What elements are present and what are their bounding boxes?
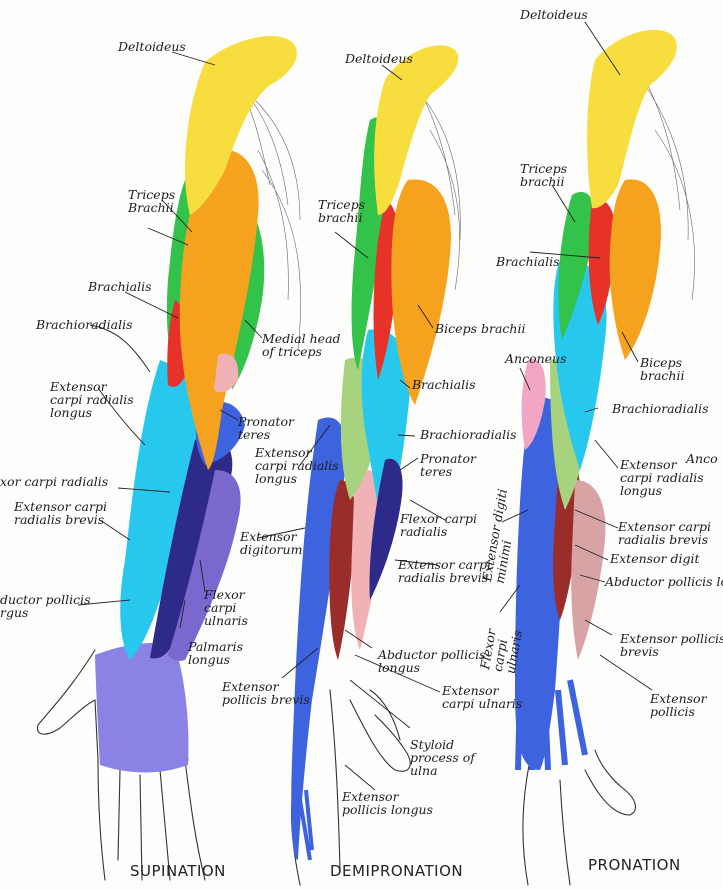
label-epl-pro: Extensor pollicis	[650, 692, 707, 718]
label-extensor-digitorum-demi: Extensor digitorum	[240, 530, 302, 556]
label-fcu-pro: Flexor carpi ulnaris	[478, 625, 524, 675]
label-brachialis-pro: Brachialis	[496, 255, 560, 268]
biceps-pro	[610, 179, 661, 360]
caption-pronation: PRONATION	[588, 856, 681, 874]
caption-supination: SUPINATION	[130, 862, 226, 880]
label-abductor-pollicis-demi: Abductor pollicis longus	[378, 648, 486, 674]
label-anconeus-pro: Anconeus	[505, 352, 567, 365]
arm-pronation	[500, 22, 695, 885]
caption-demipronation: DEMIPRONATION	[330, 862, 463, 880]
label-anconeus-cut-pro: Anco	[686, 452, 718, 465]
label-flexor-carpi-radialis-supination: xor carpi radialis	[0, 475, 108, 488]
label-brachioradialis-demi: Brachioradialis	[420, 428, 516, 441]
label-abductor-pollicis-supination: ductor pollicis rgus	[0, 593, 91, 619]
label-deltoideus-supination: Deltoideus	[118, 40, 186, 53]
extensor-tendons-demi	[300, 790, 312, 860]
abductor-pollicis-pro	[571, 480, 605, 660]
label-flexor-carpi-radialis-demi: Flexor carpi radialis	[400, 512, 477, 538]
label-triceps-brachii-pro: Triceps brachii	[520, 162, 567, 188]
label-pronator-teres-supination: Pronator teres	[238, 415, 294, 441]
label-epl-demi: Extensor pollicis longus	[342, 790, 433, 816]
label-brachioradialis-pro: Brachioradialis	[612, 402, 708, 415]
label-ecu-demi: Extensor carpi ulnaris	[442, 684, 522, 710]
label-deltoideus-pro: Deltoideus	[520, 8, 588, 21]
label-brachioradialis-supination: Brachioradialis	[36, 318, 132, 331]
label-epb-pro: Extensor pollicis brevis	[620, 632, 723, 658]
label-ecrb-pro: Extensor carpi radialis brevis	[618, 520, 711, 546]
label-triceps-brachii-demi: Triceps brachii	[318, 198, 365, 224]
label-biceps-brachii-pro: Biceps brachii	[640, 356, 684, 382]
label-extensor-digitorum-pro: Extensor digit	[610, 552, 700, 565]
label-triceps-brachii-supination: Triceps Brachii	[128, 188, 175, 214]
label-abductor-pollicis-pro: Abductor pollicis lo	[605, 575, 723, 588]
label-styloid-process-demi: Styloid process of ulna	[410, 738, 475, 777]
label-pronator-teres-demi: Pronator teres	[420, 452, 476, 478]
pronator-teres-supination	[214, 354, 238, 393]
palmar-aponeurosis-supination	[95, 643, 188, 772]
label-palmaris-longus-supination: Palmaris longus	[188, 640, 243, 666]
label-medial-head-triceps-supination: Medial head of triceps	[262, 332, 341, 358]
label-ecrb-supination: Extensor carpi radialis brevis	[14, 500, 107, 526]
label-epb-demi: Extensor pollicis brevis	[222, 680, 310, 706]
label-deltoideus-demi: Deltoideus	[345, 52, 413, 65]
label-ecrl-demi: Extensor carpi radialis longus	[255, 446, 339, 485]
label-flexor-carpi-ulnaris-supination: Flexor carpi ulnaris	[204, 588, 248, 627]
label-brachialis-supination: Brachialis	[88, 280, 152, 293]
label-ecrb-demi: Extensor carpi radialis brevis	[398, 558, 491, 584]
label-ecrl-supination: Extensor carpi radialis longus	[50, 380, 134, 419]
label-brachialis-demi: Brachialis	[412, 378, 476, 391]
label-biceps-brachii-demi: Biceps brachii	[435, 322, 525, 335]
